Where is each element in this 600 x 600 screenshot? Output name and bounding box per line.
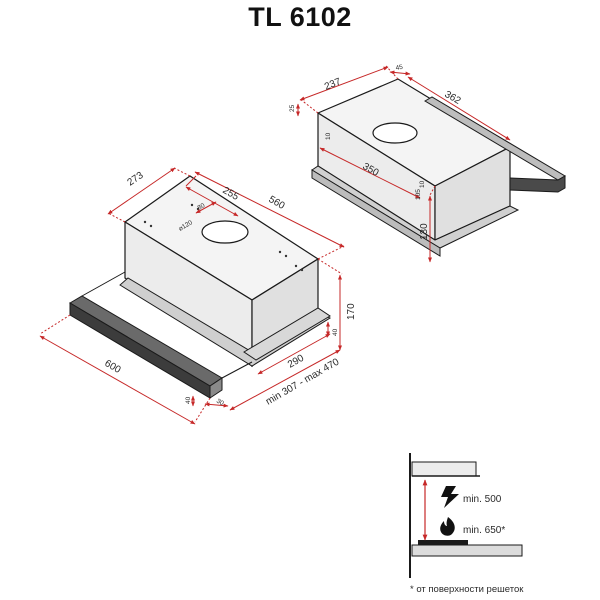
- dim-105: 105: [415, 189, 422, 200]
- install-electric-label: min. 500: [463, 494, 502, 505]
- dim-273: 273: [126, 170, 146, 189]
- flame-icon: [440, 517, 455, 536]
- top-duct-outlet: [372, 122, 418, 144]
- dim-290: 290: [286, 353, 306, 371]
- top-view: 237 45 362 25 10 350 10 105 130: [289, 64, 566, 263]
- install-cooktop: [411, 544, 523, 557]
- install-hood: [411, 461, 477, 477]
- dim-45: 45: [395, 64, 404, 72]
- duct-outlet: [201, 220, 249, 244]
- model-title: TL 6102: [248, 2, 352, 32]
- lightning-icon: [441, 486, 459, 508]
- dim-170: 170: [346, 303, 357, 320]
- dim-237: 237: [323, 76, 343, 93]
- install-gas-label: min. 650*: [463, 525, 505, 536]
- dim-362: 362: [443, 89, 463, 107]
- dim-10: 10: [325, 132, 332, 140]
- installation-diagram: min. 500 min. 650* * от поверхности реше…: [409, 453, 524, 595]
- dim-40-panel: 40: [185, 396, 192, 404]
- rear-rail-bar: [509, 175, 566, 193]
- top-dimension-lines: [296, 65, 511, 263]
- dim-30-front: 30: [215, 398, 225, 408]
- dim-25: 25: [289, 104, 296, 112]
- front-dimension-lines: [39, 166, 345, 425]
- dim-10b: 10: [419, 180, 426, 188]
- install-footnote: * от поверхности решеток: [410, 584, 524, 595]
- dim-40-slide: 40: [332, 328, 339, 336]
- dim-80: 80: [197, 202, 207, 212]
- front-view: 273 255 80 560 ⌀120 170 600 40 30 40 290…: [39, 166, 357, 425]
- front-panel-end: [209, 377, 223, 399]
- dim-130: 130: [419, 223, 430, 240]
